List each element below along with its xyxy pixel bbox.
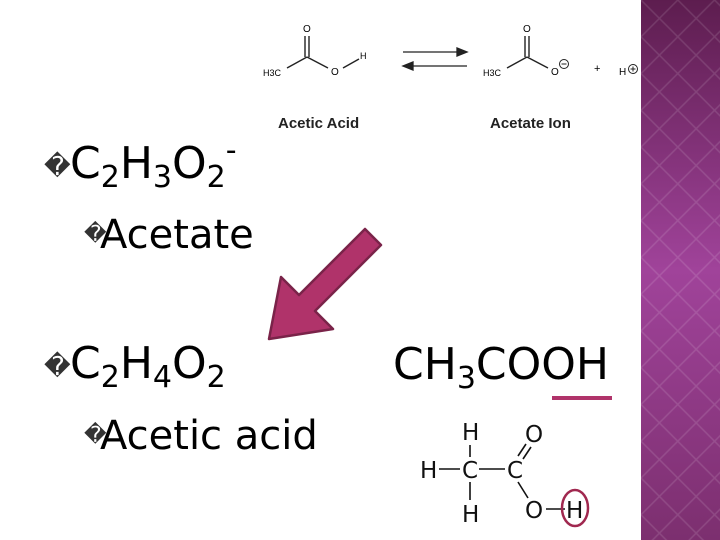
condensed-formula: CH3COOH — [393, 339, 609, 396]
bullet-marker-2: � — [44, 352, 71, 382]
hydroxyl-o-label: O — [331, 67, 339, 78]
reaction-scheme: H3C O O H H3C O O + H — [263, 24, 638, 78]
acetic-acid-name: Acetic acid — [100, 413, 318, 459]
h3c-label: H3C — [263, 68, 282, 78]
pointer-arrow-shape — [267, 227, 383, 341]
pointer-arrow — [267, 227, 383, 341]
atom-c-methyl: C — [462, 458, 478, 484]
atom-h-left: H — [420, 458, 437, 484]
carbonyl-o-label: O — [303, 24, 311, 35]
acetic-acid-formula: C2H4O2 — [70, 338, 226, 395]
atom-o-carbonyl: O — [525, 422, 543, 448]
hydroxyl-h-circle — [560, 488, 590, 528]
acetic-acid-caption: Acetic Acid — [278, 115, 360, 132]
h3c-label-2: H3C — [483, 68, 502, 78]
sub-bullet-marker-2: � — [84, 423, 107, 448]
acetic-acid-structure — [286, 36, 360, 69]
anionic-o-label: O — [551, 67, 559, 78]
bullet-marker: � — [44, 152, 71, 182]
atom-h-hydroxyl: H — [566, 498, 583, 524]
acetate-ion-structure — [506, 36, 638, 74]
equilibrium-arrows — [401, 47, 469, 71]
oh-underline — [552, 396, 612, 400]
plus-sign: + — [594, 63, 600, 75]
acidic-h-label: H — [360, 51, 367, 61]
acetate-ion-caption: Acetate Ion — [490, 115, 571, 132]
atom-c-carboxyl: C — [507, 458, 523, 484]
proton-label: H — [619, 67, 626, 78]
atom-h-bottom: H — [462, 502, 479, 528]
atom-o-hydroxyl: O — [525, 498, 543, 524]
atom-h-top: H — [462, 420, 479, 446]
acetic-acid-structural-formula: H H C C O H O H — [420, 420, 590, 528]
acetate-formula: C2H3O2- — [70, 133, 237, 195]
carbonyl-o-label-2: O — [523, 24, 531, 35]
decorative-sidebar — [641, 0, 720, 540]
sub-bullet-marker: � — [84, 222, 107, 247]
acetate-name: Acetate — [100, 212, 254, 258]
